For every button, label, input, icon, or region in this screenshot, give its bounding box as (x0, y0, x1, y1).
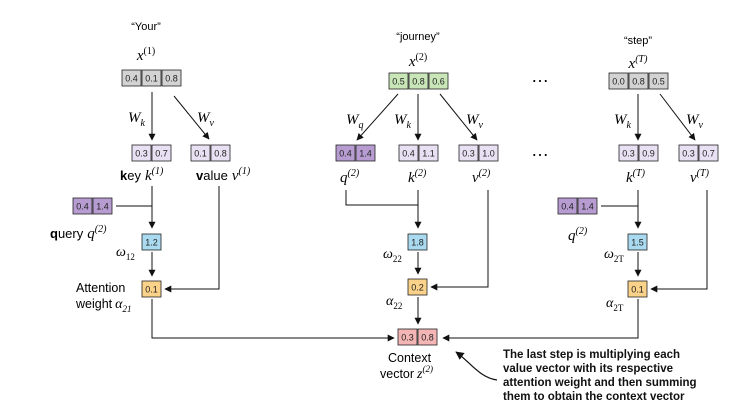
weight-box-2T: 0.1 (627, 280, 648, 298)
q2-label: q(2) (340, 168, 360, 186)
svg-text:0.9: 0.9 (642, 149, 655, 159)
svg-text:0.6: 0.6 (432, 77, 445, 87)
xT-label: x(T) (628, 54, 649, 72)
wq-label-2: Wq (346, 112, 364, 131)
omega22-label: ω22 (383, 247, 402, 264)
token-word-3: “step” (624, 35, 652, 47)
query-label-col3: q(2) (568, 226, 588, 244)
keyT-vector: 0.3 0.9 (618, 144, 659, 162)
valueT-vector: 0.3 0.7 (678, 144, 719, 162)
alpha2T-label: α2T (606, 296, 624, 313)
svg-text:0.3: 0.3 (682, 149, 695, 159)
svg-text:1.8: 1.8 (411, 238, 424, 248)
query-vector-col3: 0.4 1.4 (557, 197, 598, 215)
wk-label-2: Wk (394, 112, 412, 131)
svg-text:0.1: 0.1 (145, 74, 158, 84)
weight-box-22: 0.2 (407, 278, 428, 296)
svg-text:1.4: 1.4 (359, 149, 372, 159)
wv-label-2: Wv (466, 112, 484, 131)
svg-text:1.1: 1.1 (422, 149, 435, 159)
context-vector: 0.3 0.8 (397, 328, 438, 346)
omega2T-label: ω2T (604, 247, 624, 264)
annotation-line-2: value vector with its respective (503, 363, 673, 375)
svg-text:0.5: 0.5 (652, 77, 665, 87)
svg-text:0.3: 0.3 (135, 149, 148, 159)
svg-text:1.4: 1.4 (96, 202, 109, 212)
svg-text:0.5: 0.5 (392, 77, 405, 87)
xT-vector: 0.0 0.8 0.5 (608, 72, 669, 90)
svg-text:0.8: 0.8 (214, 149, 227, 159)
score-box-12: 1.2 (141, 233, 162, 251)
v2-label: v(2) (472, 168, 491, 186)
k2-label: k(2) (408, 168, 427, 186)
key1-vector: 0.3 0.7 (131, 144, 172, 162)
weight-box-21: 0.1 (141, 280, 162, 298)
svg-text:0.1: 0.1 (145, 285, 158, 295)
vT-label: v(T) (690, 168, 710, 186)
svg-text:0.7: 0.7 (702, 149, 715, 159)
x2-vector: 0.5 0.8 0.6 (388, 72, 449, 90)
wk-label-3: Wk (614, 112, 632, 131)
token-word-1: “Your” (131, 21, 161, 33)
svg-text:0.4: 0.4 (561, 202, 574, 212)
svg-text:1.5: 1.5 (631, 238, 644, 248)
value1-vector: 0.1 0.8 (190, 144, 231, 162)
svg-text:1.0: 1.0 (482, 149, 495, 159)
annotation-line-4: them to obtain the context vector (503, 391, 685, 403)
svg-text:0.3: 0.3 (622, 149, 635, 159)
query-vector-col1: 0.4 1.4 (72, 197, 113, 215)
score-box-2T: 1.5 (627, 233, 648, 251)
wv-label-3: Wv (686, 112, 704, 131)
svg-text:0.4: 0.4 (76, 202, 89, 212)
svg-text:0.8: 0.8 (412, 77, 425, 87)
svg-text:0.3: 0.3 (462, 149, 475, 159)
svg-text:0.4: 0.4 (339, 149, 352, 159)
x2-label: x(2) (408, 52, 427, 70)
svg-text:0.2: 0.2 (411, 283, 424, 293)
value2-vector: 0.3 1.0 (458, 144, 499, 162)
svg-text:0.7: 0.7 (155, 149, 168, 159)
svg-text:0.3: 0.3 (401, 333, 414, 343)
svg-text:1.4: 1.4 (581, 202, 594, 212)
svg-text:0.1: 0.1 (631, 285, 644, 295)
omega12-label: ω12 (116, 245, 135, 262)
svg-text:0.0: 0.0 (612, 77, 625, 87)
x1-label: x(1) (136, 46, 155, 64)
attention-weight-label-1: Attention (76, 281, 125, 295)
query2-vector: 0.4 1.4 (335, 144, 376, 162)
svg-text:0.8: 0.8 (165, 74, 178, 84)
svg-text:0.1: 0.1 (194, 149, 207, 159)
annotation-arrow (455, 351, 498, 381)
wk-label-1: Wk (128, 110, 146, 129)
svg-text:0.8: 0.8 (421, 333, 434, 343)
svg-text:0.4: 0.4 (125, 74, 138, 84)
token-word-2: “journey” (396, 31, 440, 43)
wv-label-1: Wv (197, 110, 215, 129)
svg-text:0.8: 0.8 (632, 77, 645, 87)
kT-label: k(T) (626, 168, 646, 186)
alpha22-label: α22 (386, 294, 402, 311)
key2-vector: 0.4 1.1 (398, 144, 439, 162)
x1-vector: 0.4 0.1 0.8 (121, 69, 182, 87)
ellipsis-mid: … (531, 140, 549, 160)
svg-text:1.2: 1.2 (145, 238, 158, 248)
score-box-22: 1.8 (407, 233, 428, 251)
annotation-line-3: attention weight and then summing (503, 377, 697, 389)
ellipsis-top: … (531, 66, 549, 86)
context-label-1: Context (388, 351, 432, 365)
annotation-line-1: The last step is multiplying each (503, 349, 680, 361)
svg-text:0.4: 0.4 (402, 149, 415, 159)
